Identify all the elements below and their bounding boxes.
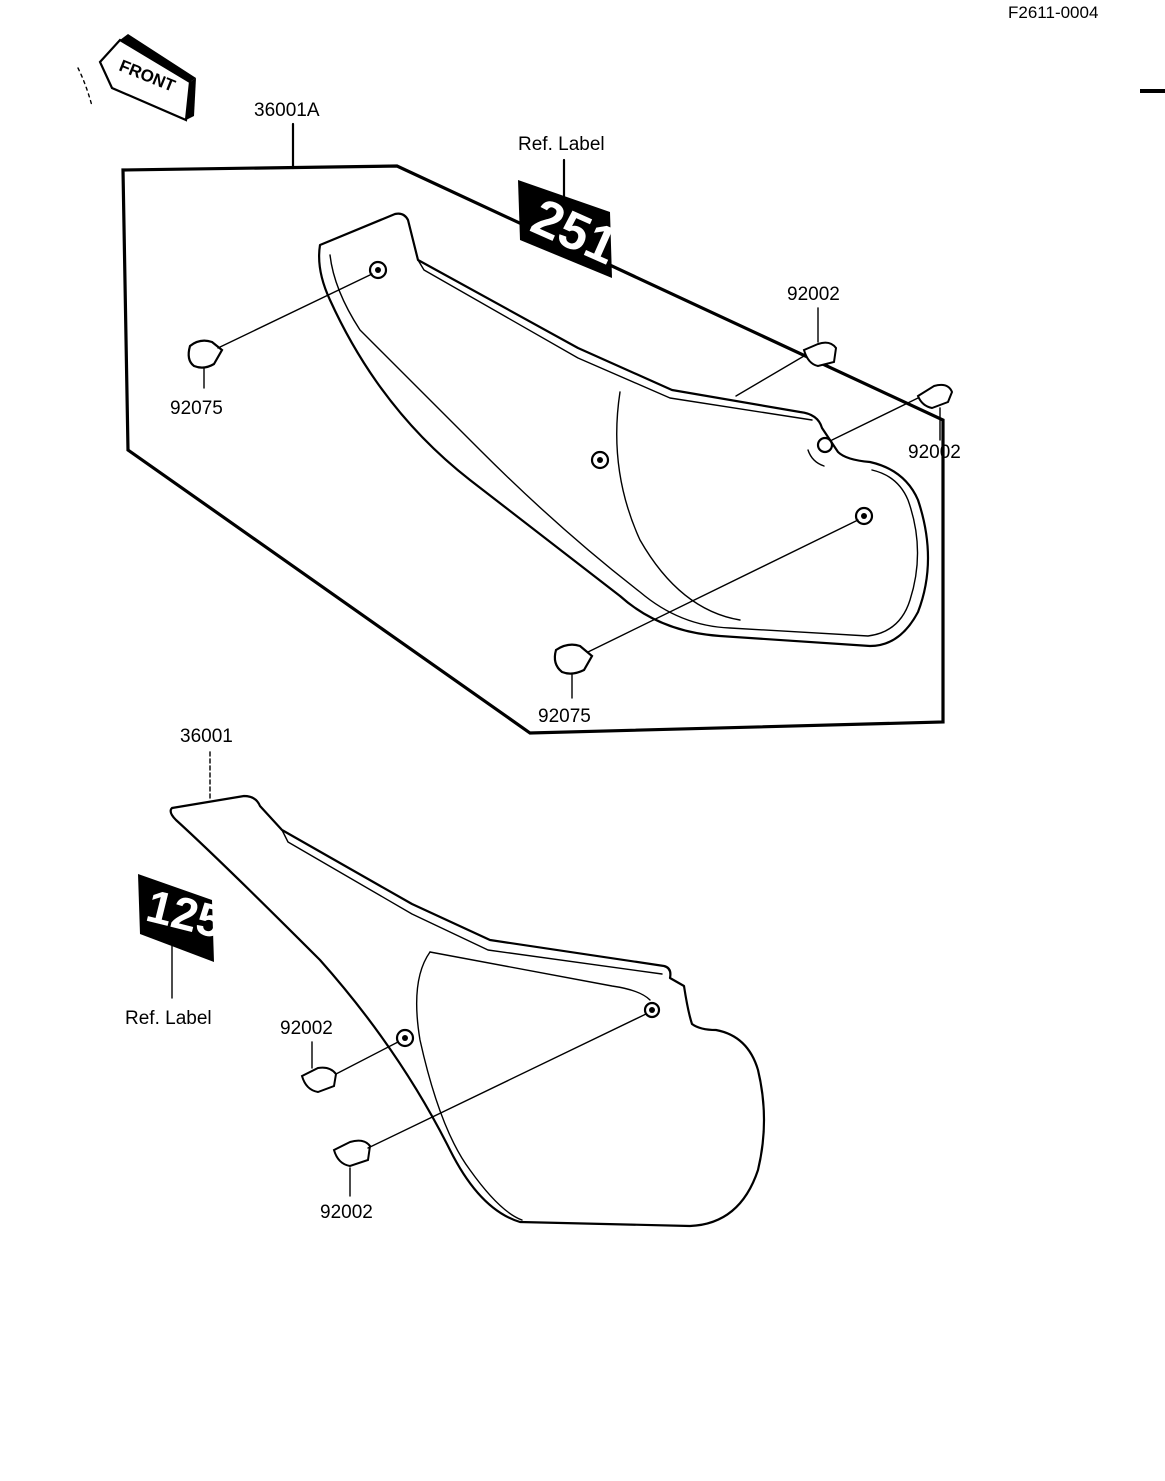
top-damper-left: [187, 273, 373, 389]
top-cover-part-label: 36001A: [254, 100, 320, 121]
top-bolt-upper: [735, 307, 838, 397]
top-damper-left-label: 92075: [170, 398, 223, 419]
bottom-bolt-lower-label: 92002: [320, 1202, 373, 1223]
bottom-cover-part-label: 36001: [180, 726, 233, 747]
diagram-code: F2611-0004: [1008, 3, 1098, 22]
top-damper-bottom: [553, 519, 859, 699]
top-ref-label: Ref. Label: [518, 134, 605, 155]
bottom-bolt-upper: [300, 1041, 399, 1094]
bottom-bolt-upper-label: 92002: [280, 1018, 333, 1039]
badge-251: 251: [518, 180, 626, 278]
top-side-cover: [318, 212, 930, 648]
bottom-bolt-lower: [332, 1013, 647, 1197]
front-arrow-icon: FRONT: [77, 34, 196, 122]
top-bolt-upper-label: 92002: [787, 284, 840, 305]
bottom-ref-label: Ref. Label: [125, 1008, 212, 1029]
bottom-side-cover: [169, 794, 766, 1228]
top-bolt-right-label: 92002: [908, 442, 961, 463]
badge-125: 125: [138, 874, 229, 999]
kit-frame: [121, 164, 945, 735]
edge-mark: [1140, 89, 1165, 93]
top-bolt-right: [831, 383, 954, 441]
top-damper-bottom-label: 92075: [538, 706, 591, 727]
